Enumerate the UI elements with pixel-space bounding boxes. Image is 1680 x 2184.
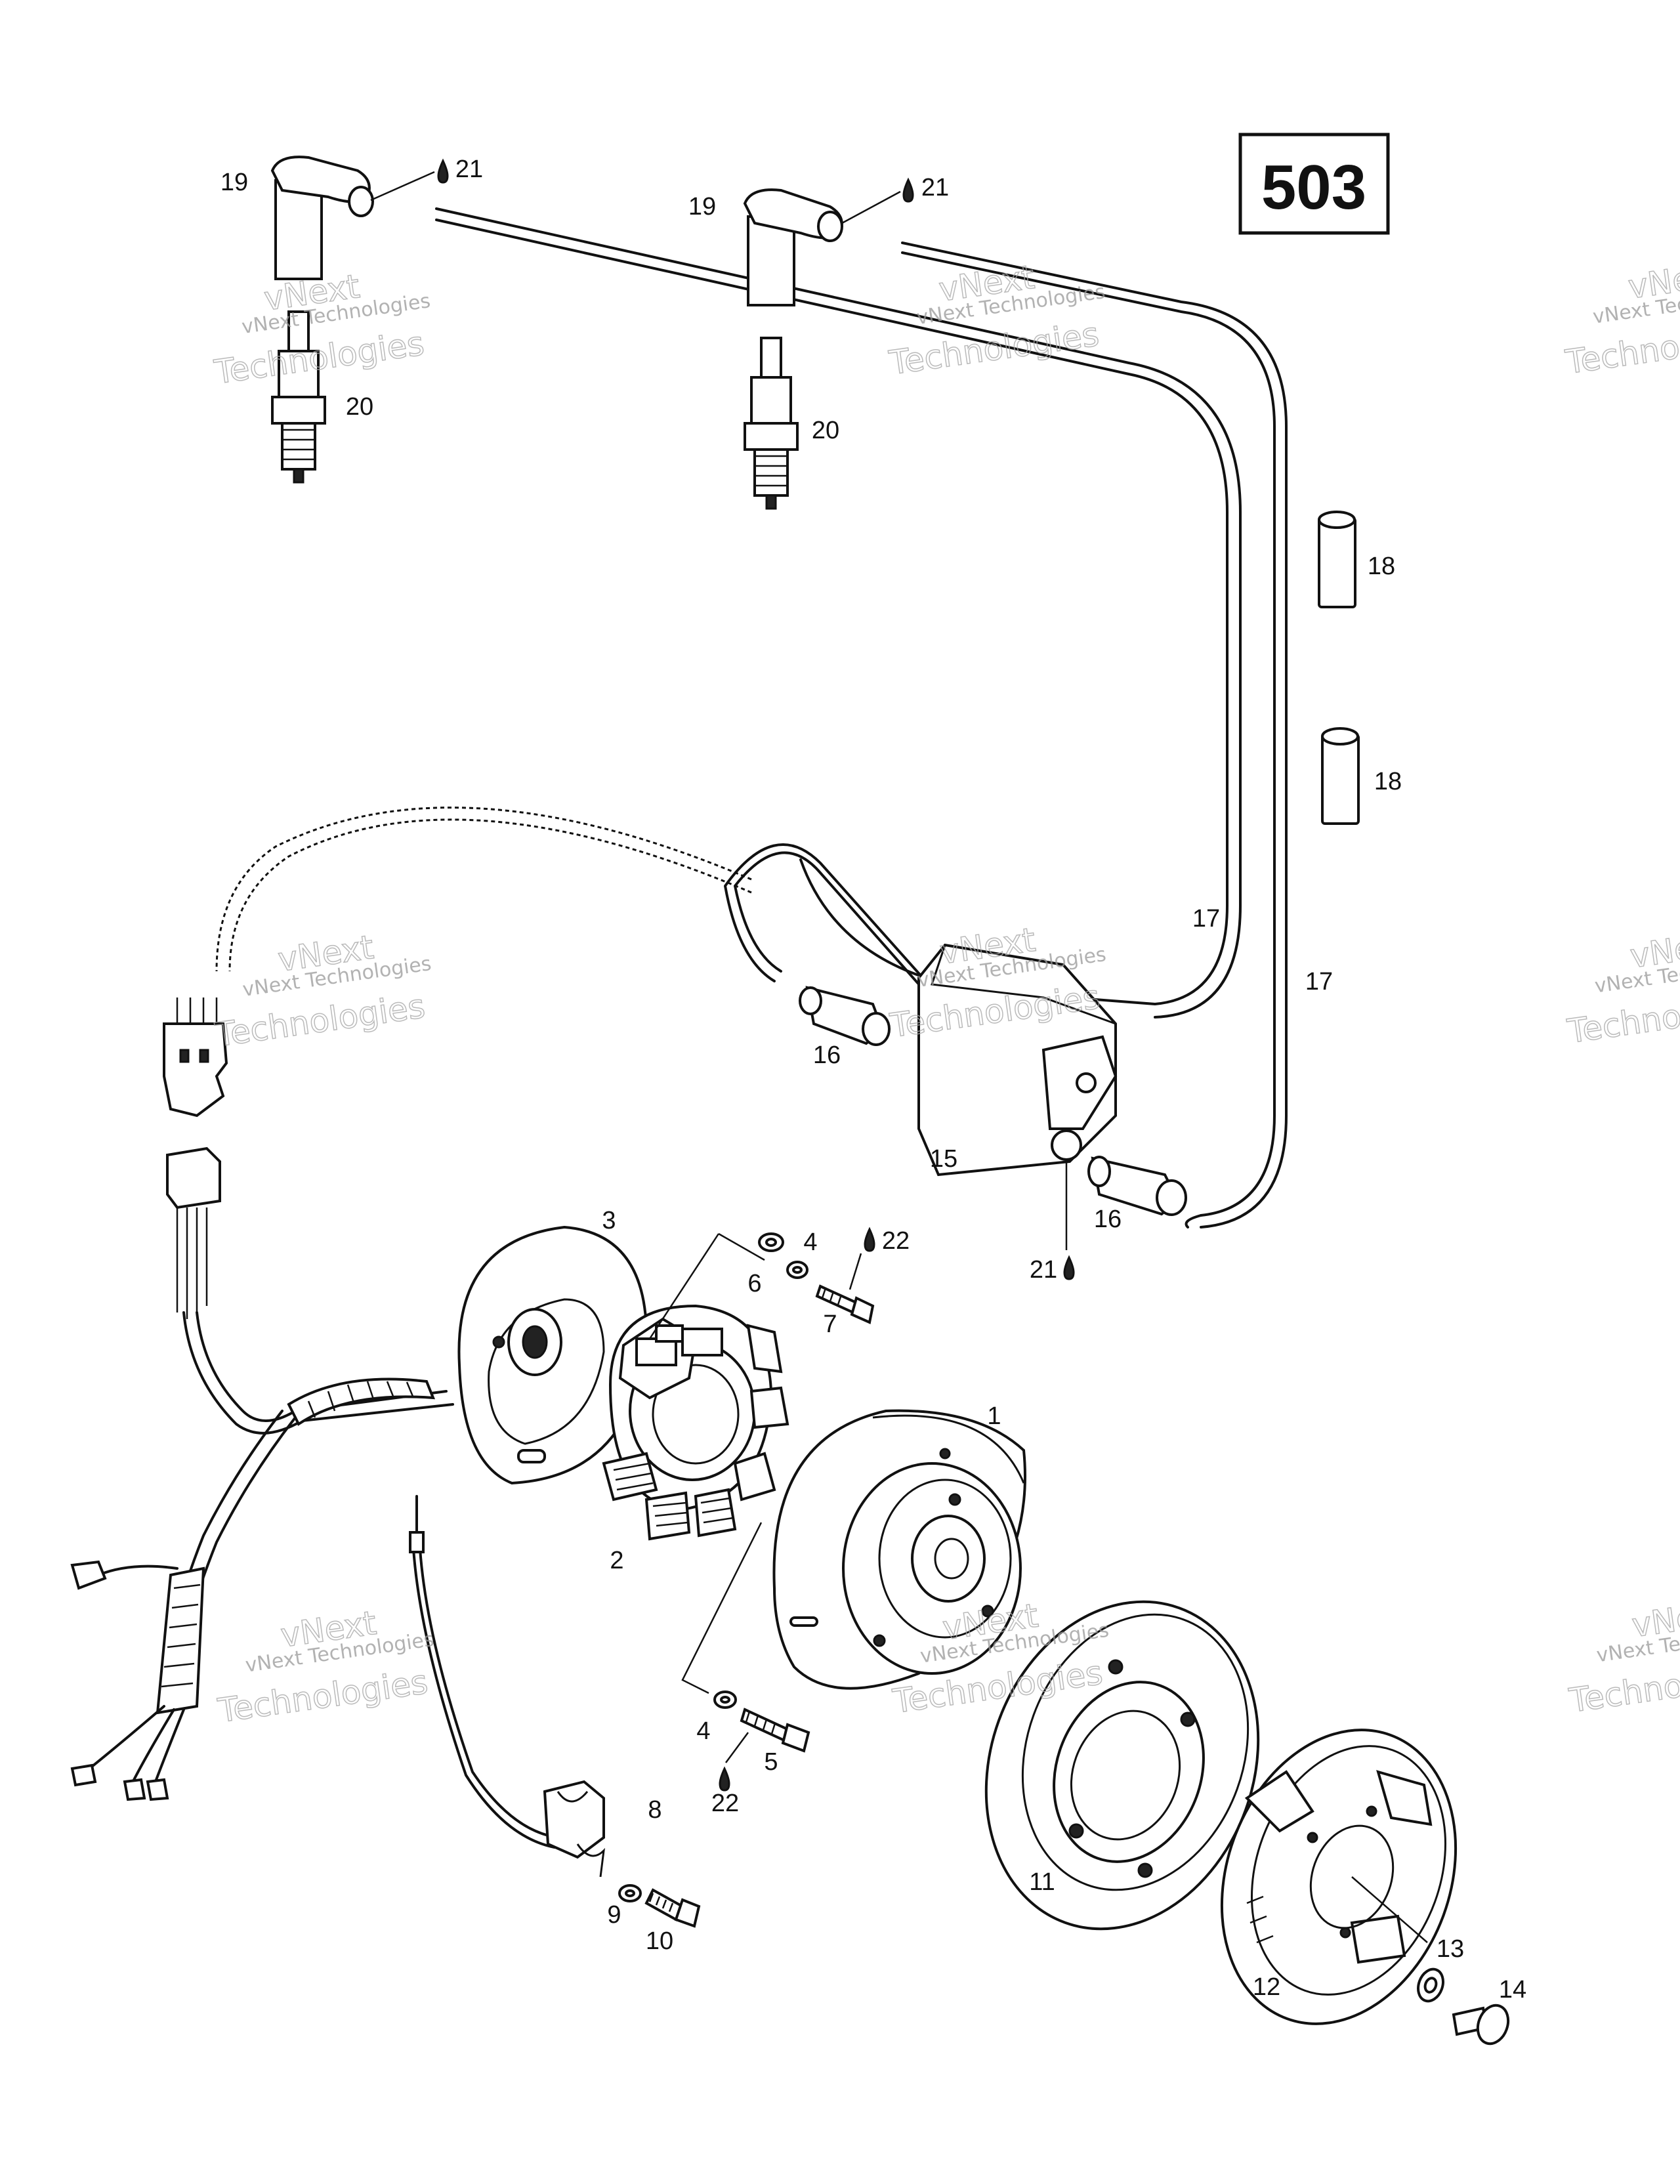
spark-plug-cap-left [270,156,374,280]
trigger-coil [409,1495,606,1878]
callout-3: 3 [602,1207,616,1234]
callout-14: 14 [1499,1976,1526,2004]
harness-connector-lower [166,1146,221,1319]
callout-16-left: 16 [813,1041,841,1069]
starter-cup-12 [1220,1729,1458,2025]
watermark-top-right: vNext vNext Technologies Technologies [1563,255,1680,382]
spark-plug-left [271,310,326,484]
ignition-wire-loop [724,843,946,1015]
lock-washer-4-top [786,1261,808,1279]
drop-icon-21-top-left [437,158,449,184]
wiring-harness [70,1311,454,1801]
callout-2: 2 [610,1547,623,1574]
callout-7: 7 [823,1311,837,1338]
callout-20-right: 20 [812,417,839,444]
armature-plate [457,1225,648,1485]
washer-9 [618,1884,642,1902]
callout-17-left: 17 [1192,905,1220,933]
lock-washer-4-bottom [713,1690,737,1709]
starter-cup-leader [1351,1876,1428,1943]
callout-15: 15 [930,1145,957,1173]
callout-21-top-left: 21 [455,156,483,183]
screw-7 [815,1284,875,1324]
coil-connector-left [799,986,891,1046]
callout-19-right: 19 [688,193,716,220]
watermark-bottom-left: vNext vNext Technologies Technologies [215,1603,436,1731]
coil-connector-right [1087,1156,1187,1216]
callout-16-right: 16 [1094,1206,1122,1233]
drop-icon-21-top-right [902,177,914,203]
callout-4-top: 4 [803,1228,817,1256]
callout-22-bottom: 22 [711,1790,739,1817]
drop-icon-22-top [864,1227,875,1252]
watermark-bottom-right: vNext vNext Technologies Technologies [1566,1593,1680,1721]
drop-icon-22-bottom [719,1766,730,1792]
spark-plug-cap-right [743,188,843,306]
callout-8: 8 [648,1796,662,1824]
callout-4-bottom: 4 [696,1717,710,1745]
watermark-mid-right: vNext vNext Technologies Technologies [1564,924,1680,1051]
callout-17-right: 17 [1305,968,1333,996]
wire-sleeve-lower [1321,727,1360,825]
washer-6 [758,1232,784,1252]
callout-11: 11 [1029,1868,1055,1896]
watermark-top-left: vNext vNext Technologies Technologies [211,266,432,392]
callout-20-left: 20 [346,393,373,421]
screw-5 [740,1708,810,1753]
flywheel [772,1409,1026,1690]
ignition-coil [917,943,1118,1177]
drop-icon-21-coil [1063,1255,1075,1280]
screw-10 [644,1888,701,1928]
callout-9: 9 [607,1901,621,1929]
callout-19-left: 19 [220,169,248,196]
callout-1: 1 [987,1402,1001,1430]
harness-wire-top [215,807,752,972]
callout-22-top: 22 [882,1227,910,1255]
callout-5: 5 [764,1748,778,1776]
wire-sleeve-upper [1318,511,1356,608]
callout-13: 13 [1437,1935,1464,1963]
high-tension-wire-lower [901,242,1288,1228]
spark-plug-right [744,337,799,510]
washer-13 [1417,1967,1444,2003]
callout-18-lower: 18 [1374,768,1402,795]
callout-10: 10 [646,1927,673,1955]
callout-18-upper: 18 [1368,553,1395,580]
page-number: 503 [1261,152,1366,222]
screw-14 [1452,2004,1510,2046]
callout-21-top-right: 21 [921,174,949,201]
page-number-box: 503 [1238,133,1390,235]
callout-6: 6 [747,1270,761,1297]
callout-12: 12 [1253,1973,1280,2001]
callout-21-coil: 21 [1030,1256,1057,1284]
harness-connector-upper [163,998,228,1118]
stator [602,1304,789,1541]
high-tension-wire-upper [435,207,1242,1018]
drive-pulley-11 [984,1600,1260,1931]
watermark-mid-left: vNext vNext Technologies Technologies [212,927,432,1055]
assembly-leader-lines [648,1232,765,1694]
